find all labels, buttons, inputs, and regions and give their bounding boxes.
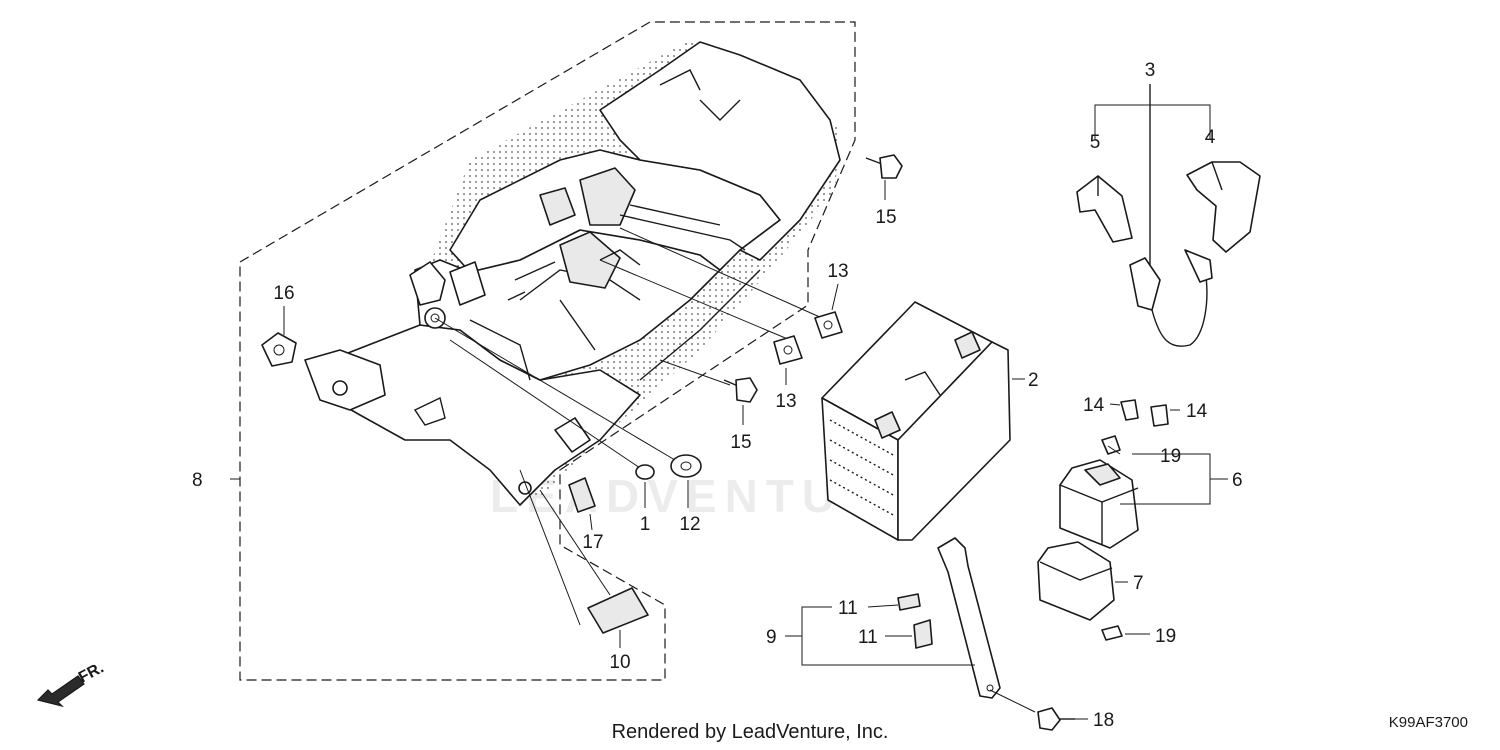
leader-10-line [519,469,581,626]
part-4-cover [1186,161,1261,253]
part-15-bolt-lower [723,377,758,403]
part-13-clip-nut-b [773,335,803,365]
part-18-bolt [1037,707,1075,731]
part-15-bolt-upper [865,154,903,179]
callout-15b: 15 [730,432,751,453]
callout-19b: 19 [1155,626,1176,647]
part-5-cover [1076,175,1133,243]
callout-10: 10 [609,652,630,673]
callout-19a: 19 [1160,446,1181,467]
part-16-grommet [261,332,297,367]
leader-13b-line [599,259,791,341]
callout-6: 6 [1232,470,1243,491]
part-2-battery [821,301,1011,541]
footer-credit: Rendered by LeadVenture, Inc. [612,721,889,743]
part-10-plate [587,587,649,634]
callout-11b: 11 [858,627,878,648]
part-6-fuse-box [1059,459,1139,549]
part-14-fuse-b [1150,404,1169,427]
part-11-pad-b [913,619,933,649]
rear-fender-body [304,40,841,506]
callout-17: 17 [582,532,603,553]
callout-12: 12 [679,514,700,535]
part-19-fuse-lower [1101,625,1123,641]
callout-5: 5 [1090,132,1101,153]
callout-15a: 15 [875,207,896,228]
part-7-fuse-cover [1037,541,1115,621]
part-13-clip-nut-a [814,311,843,339]
part-14-fuse-a [1120,399,1139,421]
leader-13a-line [619,227,823,319]
part-9-battery-stay [937,537,1001,699]
callout-16: 16 [273,283,294,304]
part-17-clip [568,477,596,513]
callout-7: 7 [1133,573,1144,594]
callout-14b: 14 [1186,401,1208,422]
callout-11a: 11 [838,598,858,619]
front-direction-arrow-icon [36,675,85,708]
callout-8: 8 [192,470,203,491]
callout-9: 9 [766,627,777,648]
part-11-pad-a [897,593,921,611]
leader-1-line [449,339,641,469]
callout-4: 4 [1205,127,1216,148]
part-1-collar [635,464,655,480]
part-19-fuse-upper [1101,435,1121,455]
callout-1: 1 [640,514,651,535]
callout-14a: 14 [1083,395,1105,416]
part-12-rubber-mount [670,454,702,478]
leader-12-line [434,317,681,464]
diagram-code: K99AF3700 [1389,714,1468,731]
callout-13a: 13 [827,261,848,282]
bracket-3 [1094,104,1211,140]
assembly-8-frame [239,21,856,681]
leader-15b-line [659,359,731,386]
callout-2: 2 [1028,370,1039,391]
callout-13b: 13 [775,391,796,412]
callout-18: 18 [1093,710,1114,731]
callout-3: 3 [1145,60,1156,81]
part-3-harness [1129,84,1213,347]
